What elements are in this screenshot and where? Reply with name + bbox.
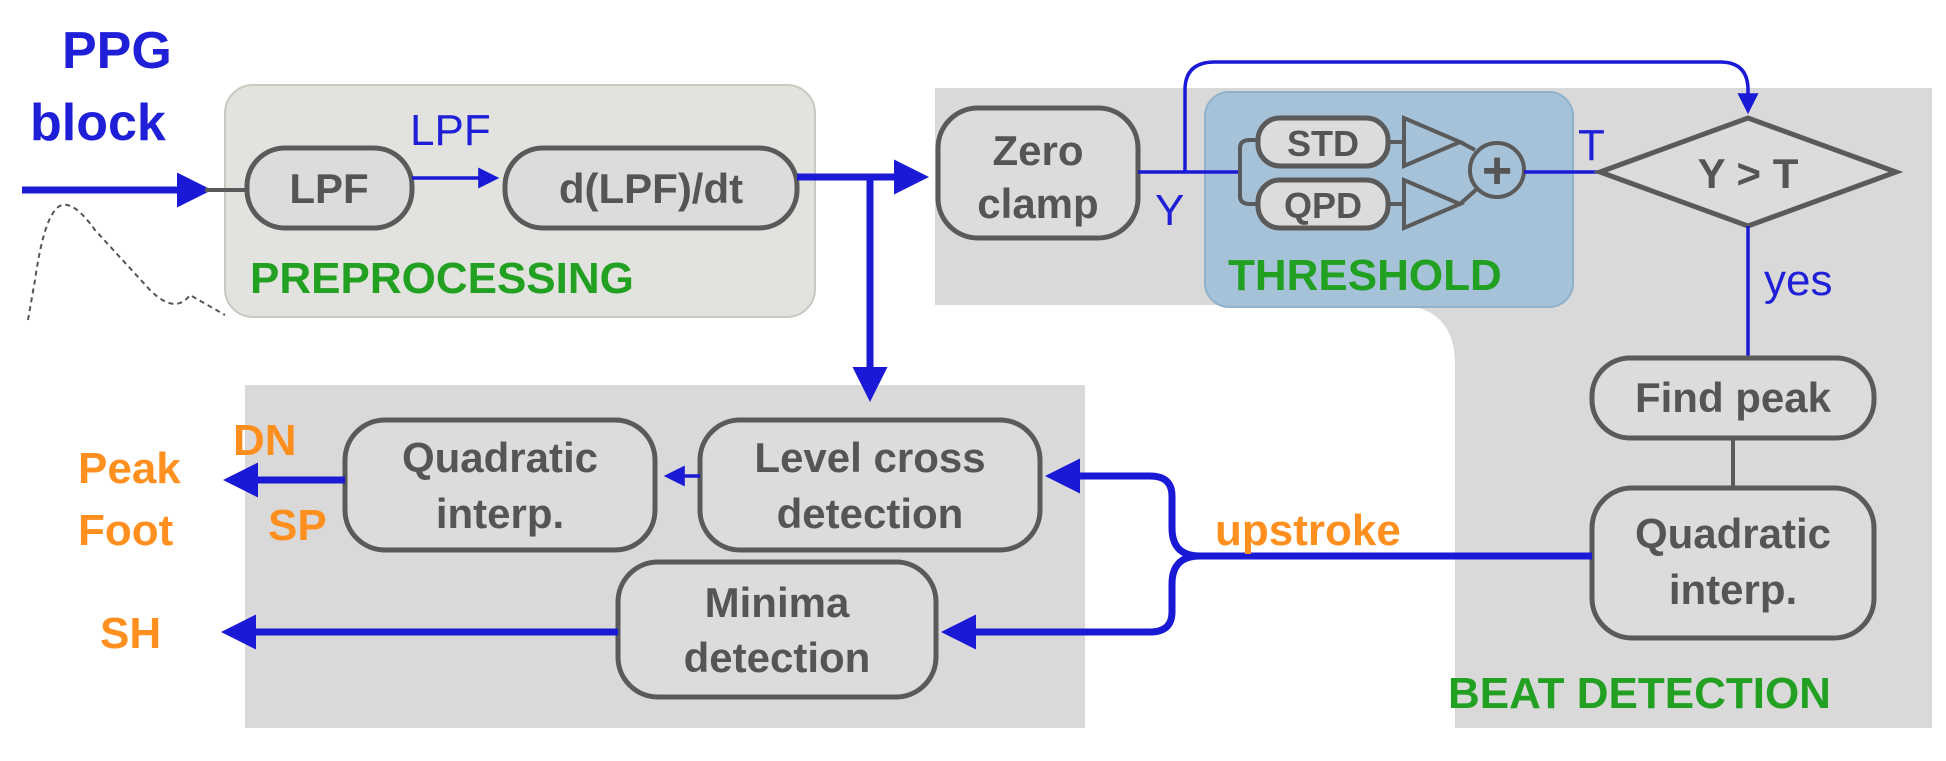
std-gain-triangle <box>1402 114 1466 170</box>
y-loop-to-compare-arrow <box>1183 60 1759 172</box>
beat-detection-title: BEAT DETECTION <box>1448 669 1831 718</box>
yes-label: yes <box>1764 256 1832 305</box>
gain-input-wires <box>1388 140 1404 206</box>
peak-output-label: Peak <box>78 444 181 493</box>
beat-quadratic-interp-block <box>1589 485 1877 641</box>
sum-node <box>1468 141 1526 199</box>
compare-label: Y > T <box>1698 150 1799 197</box>
lpf-block-label: LPF <box>289 165 368 212</box>
quadratic-interp-label-line2: interp. <box>436 490 564 537</box>
preprocessing-title: PREPROCESSING <box>250 254 634 303</box>
ppg-waveform-sketch <box>27 203 226 321</box>
level-cross-label-line2: detection <box>777 490 964 537</box>
threshold-title: THRESHOLD <box>1228 251 1502 300</box>
level-cross-label-line1: Level cross <box>754 434 985 481</box>
qpd-gain-triangle <box>1402 176 1466 232</box>
lpf-block <box>244 145 415 231</box>
minima-label-line2: detection <box>684 634 871 681</box>
ppg-block-title-line2: block <box>30 94 166 152</box>
lpf-signal-label: LPF <box>410 106 491 155</box>
find-peak-label: Find peak <box>1635 374 1832 421</box>
t-signal-label: T <box>1578 121 1605 170</box>
beat-quadratic-interp-label-line2: interp. <box>1669 566 1797 613</box>
threshold-split-wire <box>1238 138 1262 206</box>
beat-quadratic-interp-label-line1: Quadratic <box>1635 510 1831 557</box>
minima-label-line1: Minima <box>705 579 850 626</box>
quadratic-interp-label-line1: Quadratic <box>402 434 598 481</box>
std-block-label: STD <box>1287 123 1359 164</box>
upstroke-label: upstroke <box>1215 506 1401 555</box>
derivative-block-label: d(LPF)/dt <box>559 165 743 212</box>
upstroke-to-level-cross-arrow <box>1045 458 1201 560</box>
zero-clamp-label-line2: clamp <box>977 180 1098 227</box>
sh-output-label: SH <box>100 609 161 658</box>
sum-node-symbol: + <box>1482 142 1512 200</box>
zero-clamp-label-line1: Zero <box>992 127 1083 174</box>
y-signal-label: Y <box>1155 186 1184 235</box>
foot-output-label: Foot <box>78 506 174 555</box>
derivative-block <box>502 145 800 231</box>
dn-label: DN <box>233 416 297 465</box>
ppg-block-title-line1: PPG <box>62 22 172 80</box>
qpd-block-label: QPD <box>1284 185 1362 226</box>
sp-label: SP <box>268 501 327 550</box>
level-cross-detection-block <box>697 417 1043 553</box>
gain-output-wires <box>1458 140 1480 206</box>
quadratic-interp-block <box>342 417 658 553</box>
upstroke-to-minima-arrow <box>941 552 1201 650</box>
compare-diamond <box>1592 115 1904 229</box>
